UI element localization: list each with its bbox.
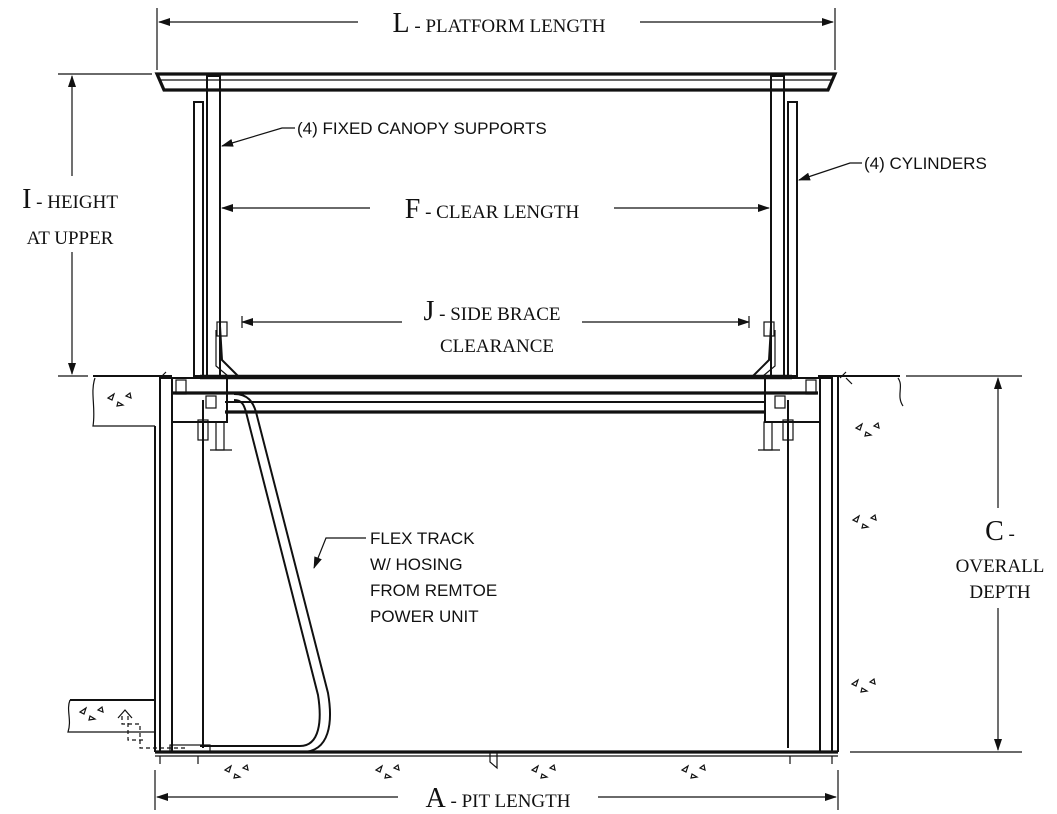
callout-leaders <box>221 127 862 569</box>
overall-depth-label: C - <box>985 516 1015 547</box>
ground <box>67 375 904 770</box>
cylinders <box>193 101 798 748</box>
concrete-texture <box>78 391 880 779</box>
pit-length-label: A - PIT LENGTH <box>426 783 571 814</box>
flex-track-callout-line4: POWER UNIT <box>370 607 479 626</box>
height-at-upper-label: I - HEIGHT <box>22 184 118 215</box>
canopy <box>154 72 838 92</box>
side-brace-clearance-label: J - SIDE BRACE <box>423 296 560 327</box>
flex-track-callout-line2: W/ HOSING <box>370 555 463 574</box>
height-at-upper-label-line2: AT UPPER <box>27 228 114 249</box>
canopy-supports-callout: (4) FIXED CANOPY SUPPORTS <box>297 119 547 138</box>
flex-track <box>117 393 331 753</box>
side-brace-clearance-label-line2: CLEARANCE <box>440 336 554 357</box>
side-braces <box>215 321 776 379</box>
clear-length-label: F - CLEAR LENGTH <box>405 194 580 225</box>
flex-track-callout-line1: FLEX TRACK <box>370 529 475 548</box>
platform-deck <box>159 371 853 451</box>
platform-length-label: L - PLATFORM LENGTH <box>393 8 606 39</box>
dimension-lines <box>58 8 1022 810</box>
flex-track-callout-line3: FROM REMTOE <box>370 581 497 600</box>
pit-posts <box>159 377 833 753</box>
callout-labels: (4) FIXED CANOPY SUPPORTS (4) CYLINDERS … <box>297 119 987 626</box>
cylinders-callout: (4) CYLINDERS <box>864 154 987 173</box>
overall-depth-label-line3: DEPTH <box>969 582 1031 603</box>
dimension-labels: L - PLATFORM LENGTH I - HEIGHT AT UPPER … <box>22 8 1044 814</box>
overall-depth-label-line2: OVERALL <box>956 556 1045 577</box>
